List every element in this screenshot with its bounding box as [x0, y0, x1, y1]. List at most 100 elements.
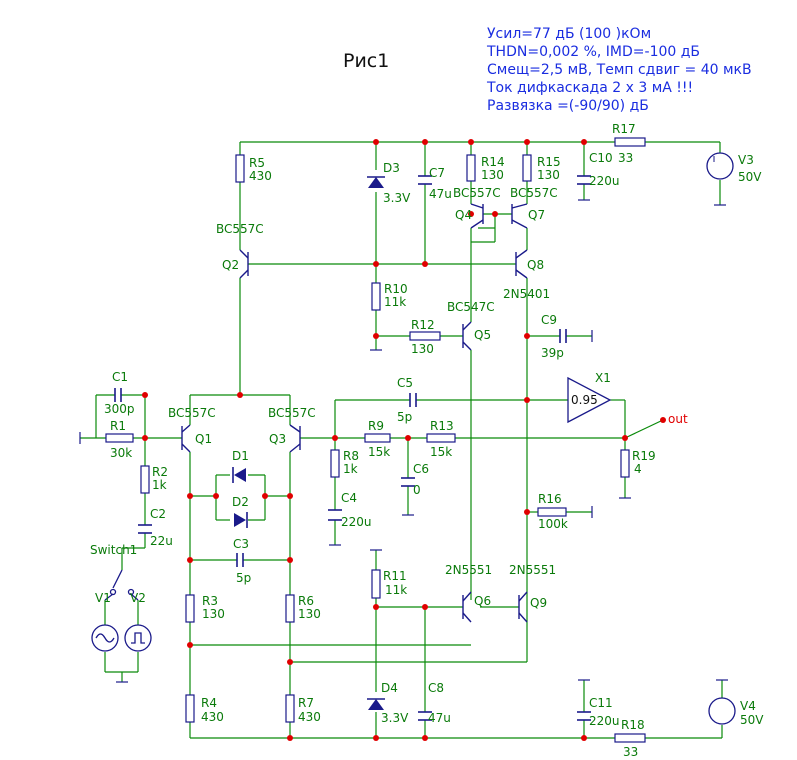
- label-r19-value: 4: [634, 462, 642, 476]
- label-v3-value: 50V: [738, 170, 762, 184]
- label-r14-value: 130: [481, 168, 504, 182]
- capacitor-c7: [418, 175, 432, 185]
- transistor-q1: [181, 424, 191, 453]
- label-q6-name: Q6: [474, 594, 491, 608]
- label-q4-type: BC557C: [453, 186, 501, 200]
- label-q5-type: BC547C: [447, 300, 495, 314]
- label-q2-name: Q2: [222, 258, 239, 272]
- resistor-r4: [185, 694, 195, 723]
- capacitor-c6: [401, 477, 415, 487]
- transistor-q4: [470, 203, 484, 229]
- resistor-r5: [235, 154, 245, 183]
- resistor-r15: [522, 154, 532, 182]
- capacitor-c1: [114, 388, 122, 402]
- label-q1-type: BC557C: [168, 406, 216, 420]
- label-c5-value: 5p: [397, 410, 412, 424]
- label-r1-value: 30k: [110, 446, 132, 460]
- output-probe: [660, 417, 666, 423]
- label-c10-value: 220u: [589, 174, 620, 188]
- voltage-source-v4: [708, 697, 736, 725]
- transistor-q9: [518, 591, 528, 623]
- label-c8-name: C8: [428, 681, 444, 695]
- label-r9-value: 15k: [368, 445, 390, 459]
- label-r3-name: R3: [202, 594, 218, 608]
- label-q8-type: 2N5401: [503, 287, 550, 301]
- note-line-2: THDN=0,002 %, IMD=-100 дБ: [486, 44, 700, 60]
- figure-title: Рис1: [343, 50, 389, 72]
- label-c5-name: C5: [397, 376, 413, 390]
- label-c1-value: 300p: [104, 402, 135, 416]
- label-c2-value: 22u: [150, 534, 173, 548]
- capacitor-c10: [577, 175, 591, 185]
- capacitor-c8: [418, 711, 432, 721]
- label-c9-name: C9: [541, 313, 557, 327]
- label-c6-name: C6: [413, 462, 429, 476]
- label-q4-name: Q4: [455, 208, 472, 222]
- transistor-q5: [462, 321, 472, 351]
- label-r4-value: 430: [201, 710, 224, 724]
- label-c9-value: 39p: [541, 346, 564, 360]
- label-r13-value: 15k: [430, 445, 452, 459]
- label-r9-name: R9: [368, 419, 384, 433]
- label-v4-value: 50V: [740, 713, 764, 727]
- note-line-4: Ток дифкаскада 2 х 3 мА !!!: [486, 80, 693, 96]
- label-q2-type: BC557C: [216, 222, 264, 236]
- label-d4-name: D4: [381, 681, 398, 695]
- label-r15-value: 130: [537, 168, 560, 182]
- label-v4-name: V4: [740, 699, 756, 713]
- diode-d2: [234, 512, 248, 528]
- resistor-r2: [140, 465, 150, 494]
- label-q3-name: Q3: [269, 432, 286, 446]
- sine-source-v1: [91, 624, 119, 652]
- label-r1-name: R1: [110, 419, 126, 433]
- zener-diode-d3: [367, 176, 385, 188]
- resistor-r13: [426, 433, 456, 443]
- resistor-r7: [285, 694, 295, 723]
- label-c3-name: C3: [233, 537, 249, 551]
- voltage-source-v3: [706, 152, 734, 180]
- label-r19-name: R19: [632, 449, 656, 463]
- capacitors: [114, 175, 591, 721]
- transistors: [181, 203, 528, 623]
- transistor-q3: [289, 424, 301, 453]
- label-r3-value: 130: [202, 607, 225, 621]
- label-c3-value: 5p: [236, 571, 251, 585]
- resistor-r8: [330, 449, 340, 478]
- label-q7-type: BC557C: [510, 186, 558, 200]
- zener-diode-d4: [367, 698, 385, 710]
- resistor-r17: [614, 137, 646, 147]
- resistor-r16: [537, 507, 567, 517]
- resistor-r9: [364, 433, 391, 443]
- label-r5-value: 430: [249, 169, 272, 183]
- label-q3-type: BC557C: [268, 406, 316, 420]
- capacitor-c5: [409, 393, 417, 407]
- label-q6-type: 2N5551: [445, 563, 492, 577]
- capacitor-c11: [577, 711, 591, 721]
- label-r12-name: R12: [411, 318, 435, 332]
- capacitor-c2: [138, 524, 152, 534]
- junction-nodes: [142, 139, 628, 741]
- transistor-q7: [511, 203, 528, 229]
- label-r11-name: R11: [383, 569, 407, 583]
- label-r14-name: R14: [481, 155, 505, 169]
- note-line-5: Развязка =(-90/90) дБ: [487, 98, 649, 114]
- capacitor-c4: [328, 509, 342, 521]
- resistor-r3: [185, 594, 195, 623]
- resistor-r18: [614, 733, 646, 743]
- label-d4-value: 3.3V: [381, 711, 409, 725]
- resistors: [105, 137, 646, 743]
- label-r17-name: R17: [612, 122, 636, 136]
- diodes: [232, 176, 385, 710]
- resistor-r14: [466, 154, 476, 182]
- resistor-r6: [285, 594, 295, 623]
- label-r6-name: R6: [298, 594, 314, 608]
- label-r7-name: R7: [298, 696, 314, 710]
- output-label: out: [668, 412, 688, 426]
- switch-1: [104, 569, 139, 601]
- label-c6-value: 0: [413, 483, 421, 497]
- label-r18-value: 33: [623, 745, 638, 759]
- transistor-q8: [515, 249, 528, 279]
- label-x1-name: X1: [595, 371, 611, 385]
- sources: [91, 152, 736, 725]
- label-switch1: Switch1: [90, 543, 137, 557]
